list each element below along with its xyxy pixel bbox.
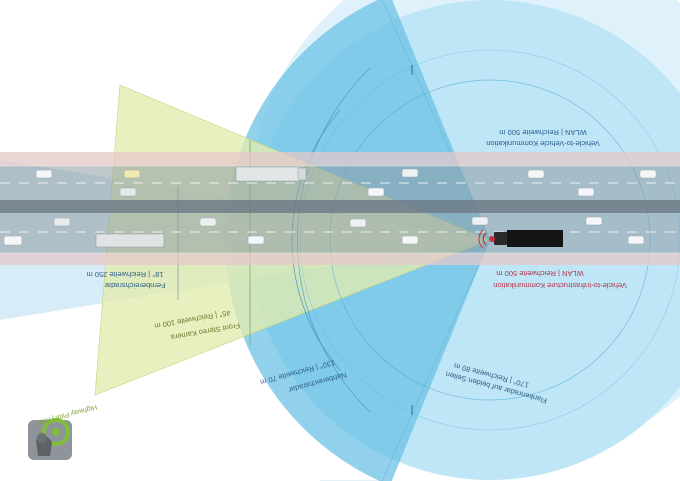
car	[349, 218, 367, 228]
car	[367, 187, 385, 197]
car	[35, 169, 53, 179]
car	[401, 168, 419, 178]
v2v-label: Vehicle-to-Vehicle Kommunikation	[486, 139, 599, 148]
highway	[0, 152, 680, 265]
ego-truck	[478, 229, 563, 249]
car	[471, 216, 489, 226]
car	[401, 235, 419, 245]
car	[577, 187, 595, 197]
far-range-radar-spec: 18° | Reichweite 250 m	[86, 270, 163, 279]
truck	[235, 166, 301, 182]
far-range-radar-label: Fernbereichsradar	[104, 281, 166, 290]
car	[585, 216, 603, 226]
car	[199, 217, 217, 227]
car	[123, 169, 141, 179]
car	[247, 235, 265, 245]
steering-wheel-icon	[28, 418, 72, 460]
car	[119, 187, 137, 197]
car	[3, 235, 23, 246]
v2v-range-label: WLAN | Reichweite 500 m	[499, 128, 586, 137]
v2x-antenna-icon	[489, 236, 495, 242]
truck-cab	[297, 167, 307, 181]
truck	[95, 233, 165, 248]
traffic	[3, 166, 657, 248]
car	[639, 169, 657, 179]
car	[527, 169, 545, 179]
car	[53, 217, 71, 227]
v2i-range-label: WLAN | Reichweite 500 m	[496, 269, 583, 278]
v2i-label: Vehicle-to-Infrastructure Kommunikation	[493, 281, 626, 290]
car	[627, 235, 645, 245]
